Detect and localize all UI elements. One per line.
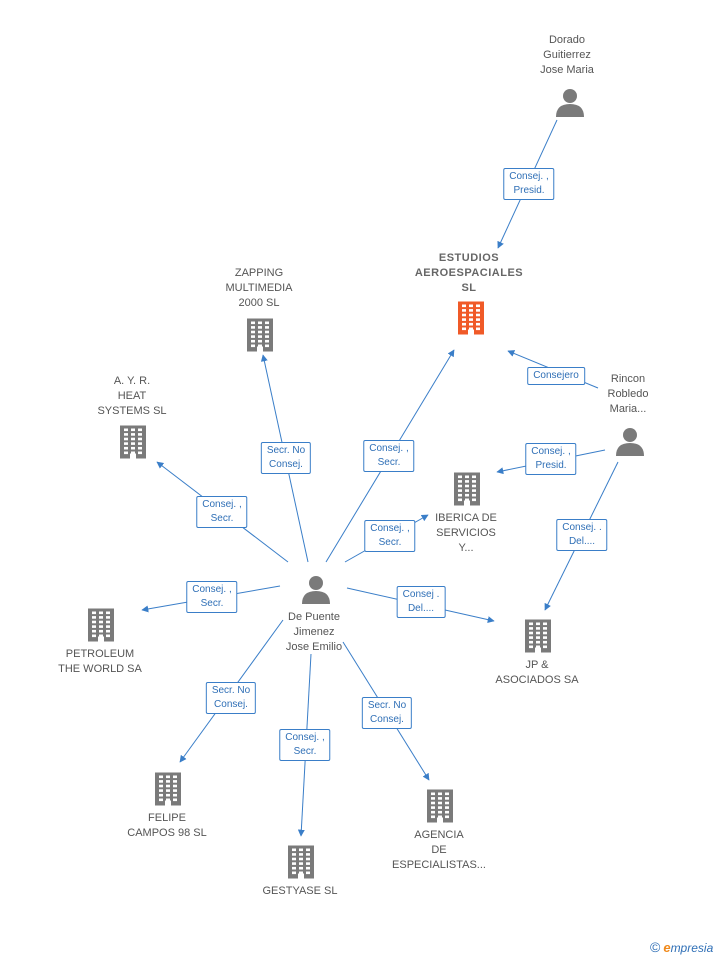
edge-label-rincon-jp[interactable]: Consej. . Del.... [556, 519, 608, 551]
brand-name: mpresia [670, 941, 714, 955]
building-icon[interactable] [427, 789, 453, 823]
node-label-iberica[interactable]: IBERICA DE SERVICIOS Y... [435, 512, 497, 554]
node-label-petroleum[interactable]: PETROLEUM THE WORLD SA [58, 648, 142, 675]
building-icon[interactable] [88, 608, 114, 642]
edge-label-depuente-agencia[interactable]: Secr. No Consej. [361, 697, 413, 729]
building-icon[interactable] [454, 472, 480, 506]
brand-logo[interactable]: ©empresia [650, 939, 713, 955]
node-label-gestyase[interactable]: GESTYASE SL [262, 885, 338, 897]
node-label-ayr[interactable]: A. Y. R. HEAT SYSTEMS SL [97, 375, 167, 417]
node-label-rincon[interactable]: Rincon Robledo Maria... [607, 373, 649, 415]
building-icon[interactable] [247, 318, 273, 352]
building-icon[interactable] [155, 772, 181, 806]
nodes-layer [88, 89, 644, 879]
edge-label-depuente-gestyase[interactable]: Consej. , Secr. [279, 729, 331, 761]
person-icon[interactable] [556, 89, 584, 117]
person-icon[interactable] [616, 428, 644, 456]
edge-label-rincon-iberica[interactable]: Consej. , Presid. [525, 443, 577, 475]
building-icon[interactable] [525, 619, 551, 653]
building-icon[interactable] [288, 845, 314, 879]
edge-label-depuente-jp[interactable]: Consej . Del.... [396, 586, 446, 618]
node-label-felipe[interactable]: FELIPE CAMPOS 98 SL [127, 812, 207, 839]
node-label-zapping[interactable]: ZAPPING MULTIMEDIA 2000 SL [225, 267, 293, 309]
person-icon[interactable] [302, 576, 330, 604]
node-label-agencia[interactable]: AGENCIA DE ESPECIALISTAS... [392, 829, 486, 871]
brand-initial: e [663, 940, 671, 955]
edge-label-depuente-ayr[interactable]: Consej. , Secr. [196, 496, 248, 528]
node-label-depuente[interactable]: De Puente Jimenez Jose Emilio [285, 611, 343, 653]
edge-label-depuente-petroleum[interactable]: Consej. , Secr. [186, 581, 238, 613]
edge-label-depuente-zapping[interactable]: Secr. No Consej. [260, 442, 312, 474]
building-icon[interactable] [120, 425, 146, 459]
copyright-icon: © [650, 939, 661, 955]
node-label-jp[interactable]: JP & ASOCIADOS SA [495, 659, 579, 686]
edge-label-dorado-estudios[interactable]: Consej. , Presid. [503, 168, 555, 200]
edge-label-depuente-estudios[interactable]: Consej. , Secr. [363, 440, 415, 472]
edge-label-rincon-estudios[interactable]: Consejero [527, 367, 585, 385]
edge-label-depuente-felipe[interactable]: Secr. No Consej. [205, 682, 257, 714]
node-label-dorado[interactable]: Dorado Guitierrez Jose Maria [540, 34, 594, 76]
edge-label-depuente-iberica[interactable]: Consej. , Secr. [364, 520, 416, 552]
node-label-estudios[interactable]: ESTUDIOS AEROESPACIALES SL [414, 252, 524, 294]
building-icon[interactable] [458, 301, 484, 335]
